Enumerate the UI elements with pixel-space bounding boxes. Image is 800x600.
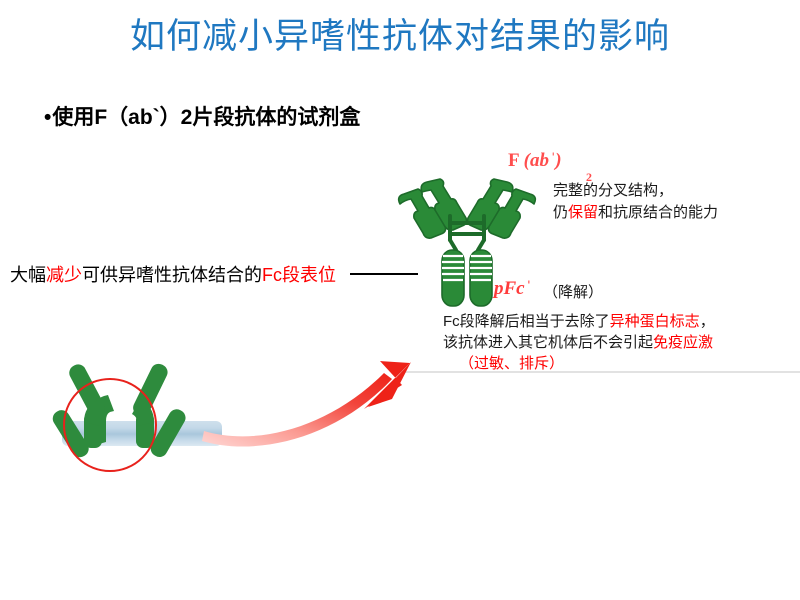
fab-label: F (abˈ) <box>508 150 562 172</box>
fc-highlight-circle <box>63 378 157 472</box>
fab-label-f: F <box>508 150 519 171</box>
pfc-degradation-note: （降解） <box>543 284 604 301</box>
fc-note-line1-highlight: 异种蛋白标志 <box>609 313 700 330</box>
leader-line <box>350 273 418 275</box>
fc-note-line1: Fc段降解后相当于去除了异种蛋白标志， <box>443 311 715 332</box>
fab-desc-line2-highlight: 保留 <box>568 204 599 221</box>
bullet-item-label: 使用F（ab`）2片段抗体的试剂盒 <box>52 106 361 129</box>
transition-arrow <box>196 355 432 460</box>
left-statement-highlight2: Fc段表位 <box>262 265 336 285</box>
fc-note-line1-post: ， <box>699 313 715 330</box>
fc-note-line2-pre: 该抗体进入其它机体后不会引起 <box>443 334 654 351</box>
bullet-item: • 使用F（ab`）2片段抗体的试剂盒 <box>44 101 360 131</box>
fab-desc-line2-post: 和抗原结合的能力 <box>598 204 719 221</box>
fab-label-ab: (abˈ) <box>523 150 562 171</box>
fab-description-line1: 完整的分叉结构， <box>553 182 674 199</box>
horizontal-divider <box>396 371 800 373</box>
pfc-label: pFcˈ <box>494 278 531 299</box>
main-antibody-diagram <box>392 168 542 313</box>
left-statement-part2: 可供异嗜性抗体结合的 <box>82 265 262 285</box>
fab-label-subscript: 2 <box>586 170 592 184</box>
left-statement-highlight1: 减少 <box>46 265 82 285</box>
page-title: 如何减小异嗜性抗体对结果的影响 <box>129 17 670 56</box>
fc-note-line3: （过敏、排斥） <box>459 355 565 372</box>
left-statement-part1: 大幅 <box>10 265 46 285</box>
fab-description-line2: 仍保留和抗原结合的能力 <box>553 202 718 224</box>
fc-note-line1-pre: Fc段降解后相当于去除了 <box>443 313 610 330</box>
fab-description: 完整的分叉结构， 仍保留和抗原结合的能力 <box>553 180 718 224</box>
fc-note-line2: 该抗体进入其它机体后不会引起免疫应激 <box>443 332 715 353</box>
fab-desc-line2-pre: 仍 <box>553 204 569 221</box>
bullet-marker-icon: • <box>44 106 52 129</box>
fc-note-line2-highlight: 免疫应激 <box>653 334 714 351</box>
fc-note: Fc段降解后相当于去除了异种蛋白标志， 该抗体进入其它机体后不会引起免疫应激 （… <box>443 311 715 374</box>
